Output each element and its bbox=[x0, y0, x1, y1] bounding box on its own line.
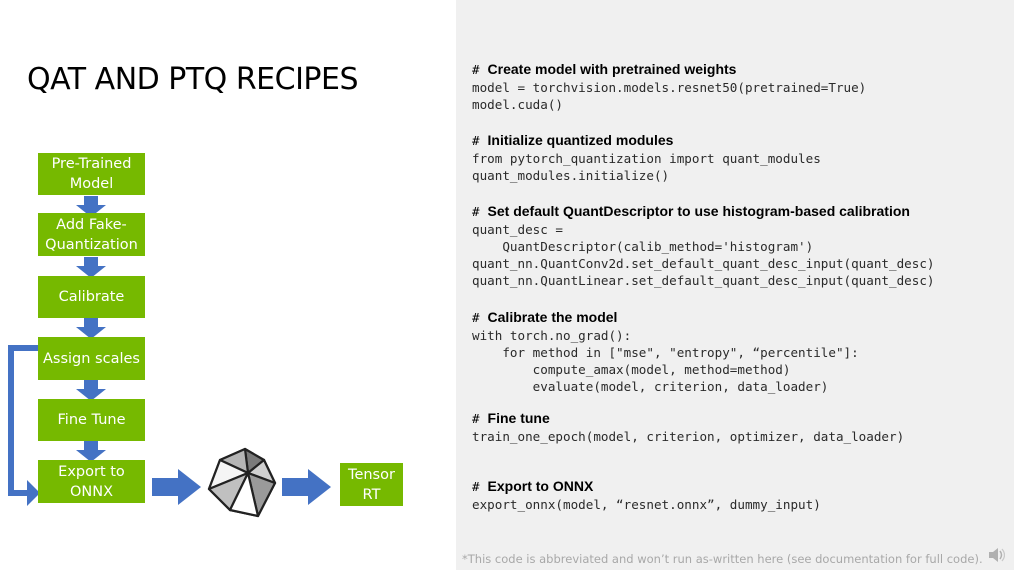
code-line: train_one_epoch(model, criterion, optimi… bbox=[472, 429, 905, 444]
arrow-down-3 bbox=[76, 318, 106, 339]
footnote: *This code is abbreviated and won’t run … bbox=[462, 552, 983, 566]
code-line: for method in ["mse", "entropy", “percen… bbox=[472, 345, 859, 360]
code-line: model = torchvision.models.resnet50(pret… bbox=[472, 80, 867, 95]
flow-arrows bbox=[8, 196, 331, 518]
step-calibrate: Calibrate bbox=[38, 276, 145, 318]
code-line: export_onnx(model, “resnet.onnx”, dummy_… bbox=[472, 497, 821, 512]
code-line: quant_nn.QuantLinear.set_default_quant_d… bbox=[472, 273, 935, 288]
code-line: compute_amax(model, method=method) bbox=[472, 362, 791, 377]
code-line: quant_nn.QuantConv2d.set_default_quant_d… bbox=[472, 256, 935, 271]
code-line: from pytorch_quantization import quant_m… bbox=[472, 151, 821, 166]
code-line: QuantDescriptor(calib_method='histogram'… bbox=[472, 239, 814, 254]
code-line: quant_modules.initialize() bbox=[472, 168, 670, 183]
step-export-onnx: Export to ONNX bbox=[38, 460, 145, 503]
speaker-icon[interactable] bbox=[987, 546, 1005, 564]
code-section-create-model: #Create model with pretrained weights mo… bbox=[472, 60, 866, 113]
code-line: quant_desc = bbox=[472, 222, 563, 237]
code-line: model.cuda() bbox=[472, 97, 563, 112]
code-comment: #Create model with pretrained weights bbox=[472, 61, 737, 77]
code-comment: #Set default QuantDescriptor to use hist… bbox=[472, 203, 910, 219]
code-panel bbox=[456, 0, 1014, 570]
onnx-graph-icon bbox=[207, 447, 277, 518]
step-fine-tune: Fine Tune bbox=[38, 399, 145, 441]
arrow-down-4 bbox=[76, 380, 106, 401]
code-comment: #Initialize quantized modules bbox=[472, 132, 674, 148]
code-section-fine-tune: #Fine tune train_one_epoch(model, criter… bbox=[472, 409, 904, 445]
arrow-down-1 bbox=[76, 196, 106, 217]
code-section-quant-descriptor: #Set default QuantDescriptor to use hist… bbox=[472, 202, 935, 289]
code-comment: #Export to ONNX bbox=[472, 478, 594, 494]
code-section-calibrate: #Calibrate the model with torch.no_grad(… bbox=[472, 308, 859, 395]
code-line: evaluate(model, criterion, data_loader) bbox=[472, 379, 829, 394]
arrow-right-2 bbox=[282, 469, 331, 505]
arrow-down-2 bbox=[76, 257, 106, 278]
step-pretrained-model: Pre-Trained Model bbox=[38, 153, 145, 195]
slide-title: QAT AND PTQ RECIPES bbox=[27, 62, 359, 97]
code-comment: #Calibrate the model bbox=[472, 309, 618, 325]
code-line: with torch.no_grad(): bbox=[472, 328, 632, 343]
step-assign-scales: Assign scales bbox=[38, 337, 145, 380]
step-add-fake-quantization: Add Fake- Quantization bbox=[38, 213, 145, 256]
arrow-down-5 bbox=[76, 441, 106, 462]
arrow-right-1 bbox=[152, 469, 201, 505]
code-section-init-quant: #Initialize quantized modules from pytor… bbox=[472, 131, 821, 184]
step-tensorrt: Tensor RT bbox=[340, 463, 403, 506]
code-comment: #Fine tune bbox=[472, 410, 550, 426]
code-section-export-onnx: #Export to ONNX export_onnx(model, “resn… bbox=[472, 477, 821, 513]
bypass-arrow bbox=[8, 345, 40, 506]
